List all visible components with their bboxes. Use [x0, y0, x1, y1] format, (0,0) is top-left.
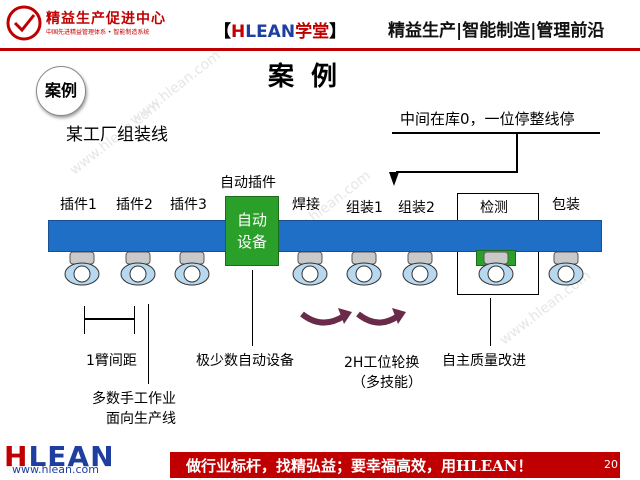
station-label: 焊接: [292, 197, 320, 213]
note-manual-work: 面向生产线: [106, 411, 176, 427]
hlean-logo-icon: [6, 5, 42, 41]
brand-title: 精益生产促进中心: [46, 11, 166, 27]
worker-icon: [64, 252, 100, 286]
worker-icon: [346, 252, 382, 286]
note-auto-equipment: 极少数自动设备: [196, 353, 294, 369]
tag-open: 【: [214, 22, 231, 42]
note-rotation: 2H工位轮换: [344, 355, 420, 371]
header-slogan: 精益生产|智能制造|管理前沿: [388, 21, 605, 41]
station-label: 组装1: [346, 200, 383, 216]
note-quality: 自主质量改进: [442, 353, 526, 369]
note-manual-work: 多数手工作业: [92, 391, 176, 407]
callout-line: [392, 132, 600, 134]
auto-device: 自动 设备: [225, 196, 279, 266]
worker-icon: [548, 252, 584, 286]
hlean-school-tag: 【HLEAN学堂】: [214, 17, 346, 42]
station-label: 插件3: [170, 197, 207, 213]
rotation-arrows-icon: [300, 308, 406, 326]
arm-distance-dimension: [84, 318, 134, 320]
conveyor-belt: [48, 220, 602, 252]
pointer-line: [148, 304, 149, 384]
tag-h: H: [231, 22, 246, 42]
tag-school: 学堂: [295, 22, 330, 42]
callout-text: 中间在库0，一位停整线停: [400, 110, 575, 128]
footer-bar: [170, 452, 620, 478]
case-badge: 案例: [36, 66, 86, 116]
subtitle: 某工厂组装线: [66, 125, 168, 145]
footer-slogan: 做行业标杆，找精弘益；要幸福高效，用HLEAN！: [186, 457, 533, 475]
dimension-tick: [84, 306, 85, 334]
pointer-line: [252, 270, 253, 346]
callout-line: [396, 171, 518, 173]
station-label: 检测: [480, 200, 508, 216]
station-label: 包装: [552, 197, 580, 213]
watermark: www.hlean.com: [126, 47, 224, 129]
pointer-line: [490, 298, 491, 346]
tag-close: 】: [329, 22, 347, 42]
tag-lean: LEAN: [245, 22, 296, 42]
worker-icon: [174, 252, 210, 286]
dimension-tick: [134, 306, 135, 334]
page-number: 20: [604, 458, 618, 471]
worker-icon: [120, 252, 156, 286]
brand-subtitle: 中国先进精益管理体系 • 智能制造系统: [46, 29, 150, 36]
note-arm-distance: 1臂间距: [86, 353, 137, 369]
station-label: 插件2: [116, 197, 153, 213]
station-label: 插件1: [60, 197, 97, 213]
callout-line: [516, 132, 518, 172]
worker-icon: [478, 252, 514, 286]
auto-device-line2: 设备: [236, 233, 267, 251]
worker-icon: [402, 252, 438, 286]
page-title: 案 例: [268, 62, 342, 92]
note-rotation: （多技能）: [352, 375, 422, 391]
footer-logo-h: H: [4, 440, 29, 473]
down-arrow-icon: [389, 172, 399, 186]
auto-insert-label: 自动插件: [220, 175, 276, 191]
station-label: 组装2: [398, 200, 435, 216]
footer-logo: HLEAN: [4, 440, 115, 473]
footer-logo-rest: LEAN: [28, 440, 115, 473]
worker-icon: [292, 252, 328, 286]
footer-url: www.hlean.com: [12, 463, 99, 476]
header-divider: [0, 48, 640, 51]
auto-device-line1: 自动: [236, 211, 267, 229]
